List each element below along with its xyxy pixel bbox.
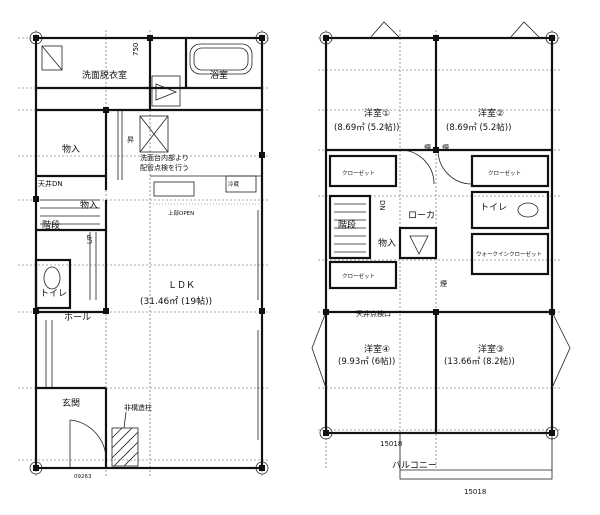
room-bedroom-4-area: (9.93㎡ (6帖))	[338, 356, 395, 367]
code-b: 15018	[464, 488, 486, 496]
first-floor-plan: 750 洗面脱衣室 浴室 物入 昇 洗面台内部より 配管点検を行う 冷蔵 天井D…	[18, 30, 270, 480]
hallway: ローカ	[408, 210, 435, 221]
non-structural-column-label: 非構造柱	[124, 403, 152, 412]
stair-mark: 昇	[127, 136, 134, 144]
room-toilet: トイレ	[40, 289, 67, 299]
note-plumbing-line2: 配管点検を行う	[140, 163, 189, 172]
room-stairs: 階段	[42, 219, 60, 231]
room-bedroom-3-area: (13.66㎡ (8.2帖))	[444, 356, 515, 367]
room-storage-lower: 物入	[80, 199, 98, 211]
closet-c: クローゼット	[342, 272, 375, 280]
room-storage-2f: 物入	[378, 237, 396, 249]
closet-a: クローゼット	[342, 169, 375, 177]
room-bedroom-1-area: (8.69㎡ (5.2帖))	[334, 122, 399, 133]
room-toilet-2f: トイレ	[480, 203, 507, 213]
room-bedroom-4-name: 洋室④	[364, 343, 390, 355]
second-floor-plan: 洋室① (8.69㎡ (5.2帖)) 洋室② (8.69㎡ (5.2帖)) クロ…	[311, 21, 571, 496]
room-storage-upper: 物入	[62, 143, 80, 155]
bottom-code-floor1: 09263	[74, 474, 92, 480]
room-entrance: 玄関	[62, 397, 80, 409]
ceiling-inspection-hatch: 天井点検口	[356, 309, 391, 318]
stair-dn: DN	[378, 200, 386, 211]
room-bedroom-2-area: (8.69㎡ (5.2帖))	[446, 122, 511, 133]
room-bathroom: 浴室	[210, 69, 228, 81]
smoke-detector-3: 煙	[440, 279, 447, 288]
room-ldk-area: (31.46㎡ (19帖))	[140, 295, 212, 307]
room-bedroom-2-name: 洋室②	[478, 107, 504, 119]
upper-open-label: 上部OPEN	[168, 209, 194, 217]
stair-up: UP	[86, 235, 94, 244]
fridge-label: 冷蔵	[228, 180, 240, 188]
dimension-750: 750	[132, 43, 140, 56]
closet-b: クローゼット	[488, 169, 521, 177]
room-bedroom-1-name: 洋室①	[364, 107, 390, 119]
ceiling-dn: 天井DN	[38, 179, 63, 188]
room-washroom: 洗面脱衣室	[82, 69, 127, 81]
smoke-detector-1: 煙	[424, 143, 431, 152]
room-bedroom-3-name: 洋室③	[478, 343, 504, 355]
code-a: 15018	[380, 440, 402, 448]
walk-in-closet: ウォークインクローゼット	[476, 250, 542, 258]
smoke-detector-2: 煙	[442, 143, 449, 152]
note-plumbing-line1: 洗面台内部より	[140, 153, 189, 162]
room-ldk-name: ＬＤＫ	[168, 281, 195, 291]
room-stairs-2f: 階段	[338, 219, 356, 231]
room-hall: ホール	[64, 312, 91, 323]
balcony: バルコニー	[392, 460, 437, 471]
